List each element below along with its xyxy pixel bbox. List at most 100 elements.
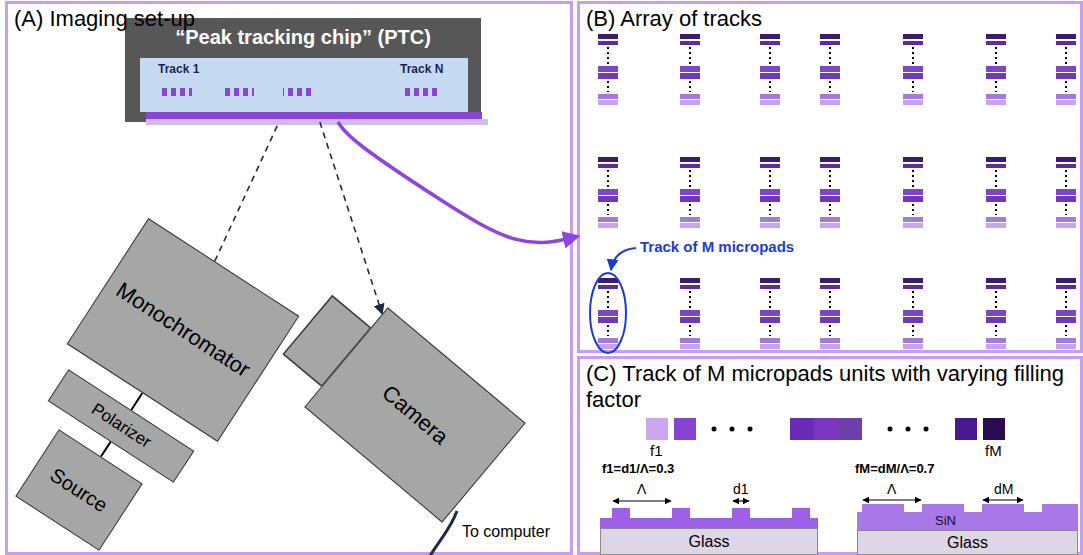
dotted-continuation [1065, 81, 1067, 92]
dotted-continuation [829, 47, 831, 64]
ellipsis-dot [730, 427, 735, 432]
dotted-continuation [829, 81, 831, 92]
micropad [1056, 223, 1076, 228]
dotted-continuation [607, 170, 609, 187]
micropad [820, 100, 840, 105]
chip-box: “Peak tracking chip” (PTC)Track 1Track N [125, 18, 481, 122]
box-label: Glass [689, 533, 730, 551]
micropad [986, 157, 1006, 162]
micropad [903, 310, 923, 316]
micropad [598, 223, 618, 228]
dimension-label: fM [985, 442, 1002, 460]
micropad [820, 189, 840, 195]
micropad-unit [646, 418, 668, 440]
optical-link [101, 442, 111, 457]
micropad [760, 66, 780, 72]
dotted-continuation [607, 204, 609, 215]
micropad-group [222, 88, 254, 96]
micropad [680, 344, 700, 349]
micropad [598, 34, 618, 39]
dotted-continuation [769, 291, 771, 308]
micropad [760, 310, 780, 316]
micropad [820, 344, 840, 349]
width-arrow [733, 500, 749, 501]
micropad [680, 338, 700, 343]
micropad [903, 73, 923, 79]
dotted-continuation [912, 204, 914, 215]
micropad [986, 66, 1006, 72]
leader-line [611, 248, 636, 270]
dotted-continuation [607, 47, 609, 64]
dotted-continuation [912, 81, 914, 92]
micropad [820, 34, 840, 39]
dotted-continuation [995, 204, 997, 215]
micropad [903, 66, 923, 72]
chip-window [140, 58, 468, 112]
micropad-unit [674, 418, 696, 440]
micropad [760, 278, 780, 283]
micropad-unit [838, 418, 862, 440]
micropad [760, 196, 780, 202]
micropad [680, 41, 700, 45]
dotted-continuation [769, 325, 771, 336]
micropad [680, 73, 700, 79]
micropad [820, 41, 840, 45]
micropad [598, 344, 618, 349]
dotted-continuation [1065, 204, 1067, 215]
micropad-group [405, 88, 437, 96]
micropad [598, 94, 618, 99]
micropad-group [283, 88, 315, 96]
micropad [986, 196, 1006, 202]
micropad [598, 196, 618, 202]
micropad [986, 285, 1006, 289]
micropad [1056, 285, 1076, 289]
zoom-arrow [338, 122, 577, 243]
panel-heading: (C) Track of M micropads units with vary… [580, 359, 1080, 416]
micropad [903, 94, 923, 99]
box-label: Glass [947, 534, 988, 552]
micropad [820, 338, 840, 343]
glass-substrate: Glass [857, 530, 1078, 555]
micropad [1056, 100, 1076, 105]
micropad [760, 344, 780, 349]
micropad [820, 217, 840, 222]
micropad-group [160, 88, 192, 96]
micropad [1056, 34, 1076, 39]
micropad [680, 34, 700, 39]
micropad [820, 66, 840, 72]
dotted-continuation [1065, 325, 1067, 336]
panel: (B) Array of tracks [577, 1, 1083, 353]
micropad [986, 164, 1006, 168]
panel: (A) Imaging set-up“Peak tracking chip” (… [5, 1, 573, 555]
dotted-continuation [829, 204, 831, 215]
micropad [1056, 94, 1076, 99]
micropad [680, 189, 700, 195]
track-label: Track 1 [158, 62, 199, 76]
ellipsis-dot [924, 427, 929, 432]
micropad [760, 285, 780, 289]
micropad [1056, 189, 1076, 195]
box-label: “Peak tracking chip” (PTC) [125, 26, 481, 49]
dotted-continuation [689, 291, 691, 308]
box-label: Polarizer [87, 399, 154, 452]
micropad [598, 189, 618, 195]
micropad [903, 217, 923, 222]
period-arrow [613, 500, 671, 501]
micropad [1056, 278, 1076, 283]
micropad [986, 317, 1006, 323]
micropad [1056, 73, 1076, 79]
track-array [598, 34, 1076, 349]
micropad [903, 278, 923, 283]
micropad [760, 34, 780, 39]
cable-label: To computer [462, 522, 550, 541]
micropad [598, 278, 618, 283]
micropad [680, 196, 700, 202]
micropad [680, 157, 700, 162]
micropad [680, 223, 700, 228]
dotted-continuation [689, 47, 691, 64]
micropad [986, 100, 1006, 105]
dotted-continuation [912, 170, 914, 187]
micropad [598, 100, 618, 105]
micropad [680, 100, 700, 105]
micropad [680, 285, 700, 289]
